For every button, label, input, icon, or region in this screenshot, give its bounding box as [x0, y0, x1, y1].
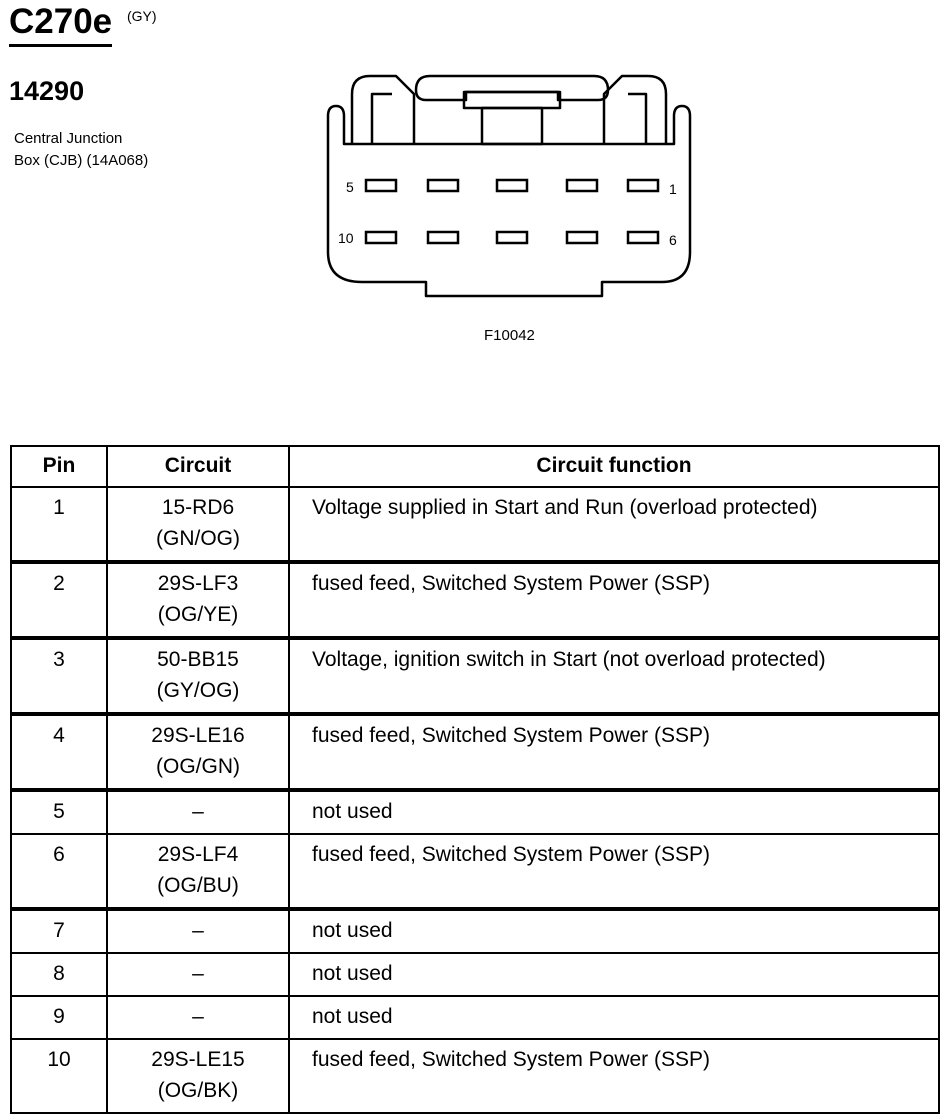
- location-line-1: Central Junction: [14, 130, 123, 147]
- table-row: 8 – not used: [10, 952, 940, 997]
- header-pin: Pin: [10, 445, 108, 488]
- circuit-cell: 50-BB15 (GY/OG): [106, 636, 290, 715]
- circuit-cell: 29S-LE15 (OG/BK): [106, 1038, 290, 1114]
- table-row: 9 – not used: [10, 995, 940, 1040]
- figure-id: F10042: [484, 327, 535, 344]
- circuit-code: 50-BB15: [157, 648, 239, 671]
- function-cell: fused feed, Switched System Power (SSP): [288, 833, 940, 910]
- function-cell: not used: [288, 995, 940, 1040]
- function-cell: not used: [288, 788, 940, 835]
- circuit-color: (OG/YE): [157, 603, 239, 626]
- cavity-3: [495, 178, 529, 193]
- table-row: 3 50-BB15 (GY/OG) Voltage, ignition switc…: [10, 636, 940, 715]
- pinout-table: Pin Circuit Circuit function 1 15-RD6 (GN…: [10, 445, 940, 1114]
- pin-label-1: 1: [669, 181, 677, 197]
- header-function: Circuit function: [288, 445, 940, 488]
- circuit-color: (OG/BK): [157, 1079, 239, 1102]
- pin-cell: 6: [10, 833, 108, 910]
- table-row: 6 29S-LF4 (OG/BU) fused feed, Switched Sy…: [10, 833, 940, 910]
- pin-cell: 8: [10, 952, 108, 997]
- circuit-code: 15-RD6: [161, 496, 235, 519]
- circuit-cell: –: [106, 788, 290, 835]
- circuit-cell: 29S-LE16 (OG/GN): [106, 712, 290, 791]
- cavity-4: [426, 178, 460, 193]
- connector-header: C270e (GY): [9, 2, 157, 47]
- table-row: 7 – not used: [10, 907, 940, 954]
- pin-cell: 7: [10, 907, 108, 954]
- circuit-code: 29S-LF4: [157, 843, 239, 866]
- table-row: 5 – not used: [10, 788, 940, 835]
- part-number: 14290: [9, 76, 85, 106]
- circuit-cell: 29S-LF3 (OG/YE): [106, 560, 290, 639]
- table-header-row: Pin Circuit Circuit function: [10, 445, 940, 488]
- circuit-cell: –: [106, 952, 290, 997]
- function-cell: not used: [288, 952, 940, 997]
- key-tab: [462, 90, 562, 110]
- pin-cavities: [364, 178, 660, 245]
- pin-cell: 9: [10, 995, 108, 1040]
- circuit-color: (OG/GN): [156, 755, 240, 778]
- circuit-code: 29S-LE16: [151, 724, 245, 747]
- right-latch: [602, 74, 668, 144]
- circuit-code: 29S-LE15: [151, 1048, 245, 1071]
- table-row: 1 15-RD6 (GN/OG) Voltage supplied in Star…: [10, 486, 940, 563]
- cavity-7: [565, 230, 599, 245]
- cavity-1: [626, 178, 660, 193]
- cavity-10: [364, 230, 398, 245]
- pin-cell: 2: [10, 560, 108, 639]
- function-cell: fused feed, Switched System Power (SSP): [288, 712, 940, 791]
- function-cell: fused feed, Switched System Power (SSP): [288, 560, 940, 639]
- circuit-cell: 29S-LF4 (OG/BU): [106, 833, 290, 910]
- pin-cell: 5: [10, 788, 108, 835]
- function-cell: not used: [288, 907, 940, 954]
- circuit-color: (OG/BU): [157, 874, 239, 897]
- connector-code: C270e: [9, 2, 113, 47]
- pin-label-5: 5: [346, 179, 354, 195]
- table-row: 2 29S-LF3 (OG/YE) fused feed, Switched Sy…: [10, 560, 940, 639]
- header-circuit: Circuit: [106, 445, 290, 488]
- pin-cell: 3: [10, 636, 108, 715]
- location-line-2: Box (CJB) (14A068): [14, 152, 149, 169]
- pin-cell: 10: [10, 1038, 108, 1114]
- cavity-8: [495, 230, 529, 245]
- pin-cell: 4: [10, 712, 108, 791]
- circuit-cell: –: [106, 907, 290, 954]
- table-row: 10 29S-LE15 (OG/BK) fused feed, Switched …: [10, 1038, 940, 1114]
- circuit-color: (GN/OG): [156, 527, 240, 550]
- location-description: Central Junction Box (CJB) (14A068): [14, 128, 214, 172]
- pin-label-10: 10: [338, 230, 354, 246]
- function-cell: Voltage supplied in Start and Run (overl…: [288, 486, 940, 563]
- pin-label-6: 6: [669, 232, 677, 248]
- cavity-6: [626, 230, 660, 245]
- cavity-2: [565, 178, 599, 193]
- connector-outline: [326, 104, 692, 298]
- table-row: 4 29S-LE16 (OG/GN) fused feed, Switched S…: [10, 712, 940, 791]
- cavity-5: [364, 178, 398, 193]
- circuit-color: (GY/OG): [156, 679, 240, 702]
- pin-cell: 1: [10, 486, 108, 563]
- circuit-cell: –: [106, 995, 290, 1040]
- function-cell: Voltage, ignition switch in Start (not o…: [288, 636, 940, 715]
- top-band: [414, 74, 610, 102]
- connector-color: (GY): [127, 8, 157, 24]
- circuit-cell: 15-RD6 (GN/OG): [106, 486, 290, 563]
- connector-face-diagram: 5 1 10 6: [326, 74, 692, 298]
- function-cell: fused feed, Switched System Power (SSP): [288, 1038, 940, 1114]
- left-latch: [350, 74, 416, 144]
- cavity-9: [426, 230, 460, 245]
- circuit-code: 29S-LF3: [157, 572, 239, 595]
